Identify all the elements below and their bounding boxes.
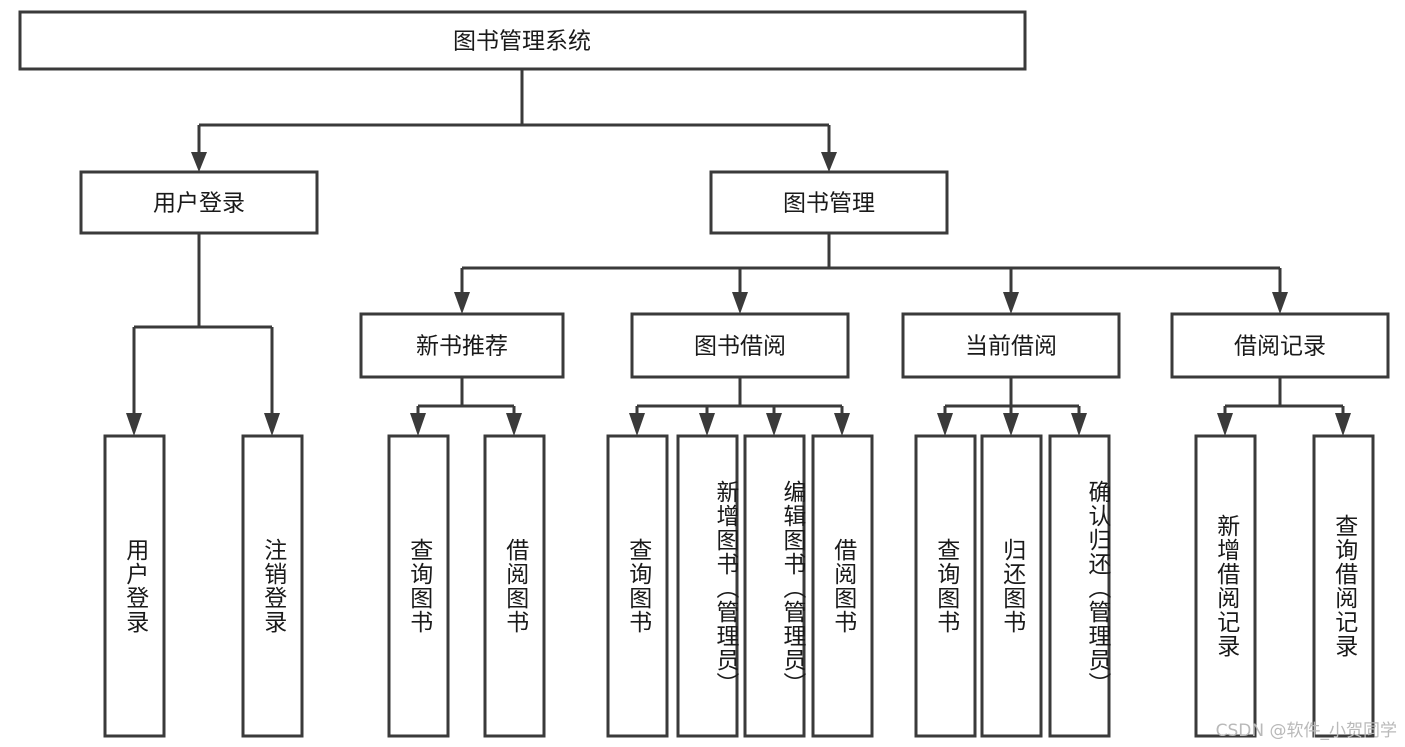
arrow-to-leaf-query-book-1 <box>410 413 426 436</box>
node-borrow-record-box[interactable] <box>1170 312 1390 379</box>
node-leaf-edit-book-box[interactable] <box>743 434 806 738</box>
node-leaf-query-book-3-box[interactable] <box>914 434 977 738</box>
node-book-manage[interactable]: 图书管理 <box>709 170 949 235</box>
arrow-to-book-borrow <box>732 292 748 314</box>
arrow-to-leaf-add-book <box>699 413 715 436</box>
node-new-book-rec-box[interactable] <box>359 312 565 379</box>
arrow-to-leaf-logout <box>264 413 280 436</box>
leaf-boxes <box>103 434 1375 738</box>
connector-new-book-rec-bus <box>416 377 516 416</box>
arrow-to-borrow-record <box>1272 292 1288 314</box>
arrow-to-leaf-query-book-2 <box>629 413 645 436</box>
arrow-to-leaf-add-record <box>1217 413 1233 436</box>
arrow-to-leaf-query-record <box>1335 413 1351 436</box>
node-root-box[interactable] <box>18 10 1027 71</box>
arrow-to-leaf-query-book-3 <box>937 413 953 436</box>
node-leaf-query-book-1-box[interactable] <box>387 434 450 738</box>
connector-book-borrow-bus <box>635 377 844 416</box>
node-current-borrow-box[interactable] <box>901 312 1121 379</box>
node-book-manage-label: 图书管理 <box>783 191 875 217</box>
arrow-to-leaf-borrow-book-2 <box>834 413 850 436</box>
node-current-borrow-label: 当前借阅 <box>965 334 1057 360</box>
node-leaf-return-book-box[interactable] <box>980 434 1043 738</box>
node-leaf-confirm-return-box[interactable] <box>1048 434 1111 738</box>
arrow-to-user-login <box>191 152 207 172</box>
connector-borrow-record-bus <box>1223 377 1345 416</box>
watermark: CSDN @软件_小贺同学 <box>1215 721 1397 741</box>
connector-root-bus <box>197 69 831 155</box>
node-book-borrow-box[interactable] <box>630 312 850 379</box>
node-leaf-borrow-book-1-box[interactable] <box>483 434 546 738</box>
connector-user-login-bus <box>132 233 274 416</box>
node-book-manage-box[interactable] <box>709 170 949 235</box>
node-user-login-label: 用户登录 <box>153 191 245 217</box>
node-borrow-record-label: 借阅记录 <box>1234 334 1326 360</box>
node-borrow-record[interactable]: 借阅记录 <box>1170 312 1390 379</box>
node-leaf-query-record-box[interactable] <box>1312 434 1375 738</box>
node-new-book-rec-label: 新书推荐 <box>416 334 508 360</box>
node-user-login-box[interactable] <box>79 170 319 235</box>
arrow-to-new-book-rec <box>454 292 470 314</box>
node-book-borrow[interactable]: 图书借阅 <box>630 312 850 379</box>
node-book-borrow-label: 图书借阅 <box>694 334 786 360</box>
node-leaf-query-book-2-box[interactable] <box>606 434 669 738</box>
node-current-borrow[interactable]: 当前借阅 <box>901 312 1121 379</box>
arrow-to-leaf-borrow-book-1 <box>506 413 522 436</box>
connectors <box>126 69 1351 436</box>
arrow-to-current-borrow <box>1003 292 1019 314</box>
node-new-book-rec[interactable]: 新书推荐 <box>359 312 565 379</box>
node-leaf-add-book-box[interactable] <box>676 434 739 738</box>
arrow-to-book-manage <box>821 152 837 172</box>
arrow-to-leaf-edit-book <box>766 413 782 436</box>
node-leaf-borrow-book-2-box[interactable] <box>811 434 874 738</box>
node-leaf-logout-box[interactable] <box>241 434 304 738</box>
arrow-to-leaf-user-login <box>126 413 142 436</box>
connector-current-borrow-bus <box>943 377 1081 416</box>
node-root[interactable]: 图书管理系统 <box>18 10 1027 71</box>
arrow-to-leaf-return-book <box>1003 413 1019 436</box>
node-leaf-add-record-box[interactable] <box>1194 434 1257 738</box>
node-root-label: 图书管理系统 <box>453 29 591 55</box>
connector-book-manage-bus <box>460 233 1282 295</box>
arrow-to-leaf-confirm-return <box>1071 413 1087 436</box>
node-user-login[interactable]: 用户登录 <box>79 170 319 235</box>
node-leaf-user-login-box[interactable] <box>103 434 166 738</box>
